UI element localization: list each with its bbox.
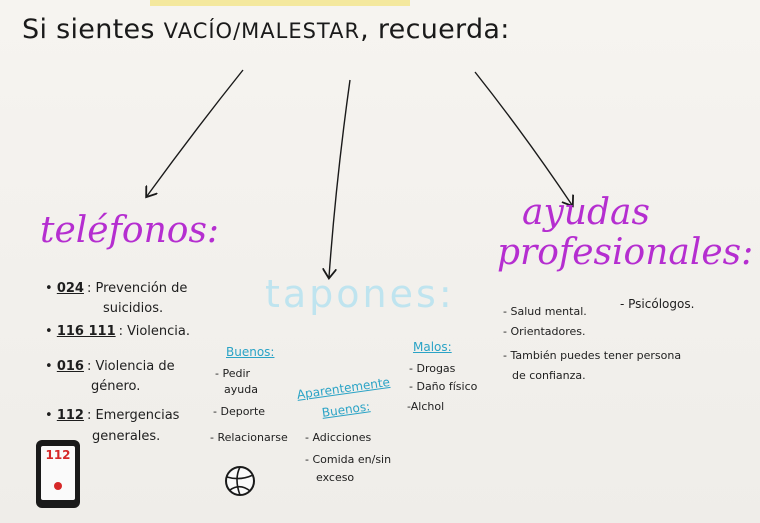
aparentemente-item-comida: - Comida en/sin xyxy=(305,453,392,466)
phone-screen-label: 112 xyxy=(45,448,71,462)
tel-item-024: • 024: Prevención de xyxy=(45,281,188,296)
volleyball-icon xyxy=(225,466,255,496)
phone-icon: 112 xyxy=(36,440,80,508)
buenos-heading: Buenos: xyxy=(226,345,275,359)
tel-item-116111: • 116 111: Violencia. xyxy=(45,324,191,339)
title-part-3: , recuerda: xyxy=(360,14,510,45)
title-part-2: VACÍO/MALESTAR xyxy=(163,19,361,43)
phone-button-dot xyxy=(54,482,62,490)
ayudas-item-salud-mental: - Salud mental. xyxy=(503,305,587,318)
tapones-heading: tapones: xyxy=(265,272,455,316)
malos-item-alchol: -Alchol xyxy=(407,400,445,413)
title-part-1: Si sientes xyxy=(22,14,155,45)
phone-screen: 112 xyxy=(41,446,75,500)
buenos-item-pedir: - Pedir xyxy=(215,367,251,380)
tel-item-024-cont: suicidios. xyxy=(103,301,164,316)
ayudas-heading-line1: ayudas xyxy=(522,192,650,233)
aparentemente-item-exceso: exceso xyxy=(316,471,355,484)
arrow-to-tapones xyxy=(329,79,351,277)
yellow-highlight-strip xyxy=(150,0,410,6)
buenos-item-relacionarse: - Relacionarse xyxy=(210,431,288,444)
ayudas-heading-line2: profesionales: xyxy=(497,232,754,273)
tel-item-016: • 016: Violencia de xyxy=(45,359,175,374)
ayudas-item-persona: - También puedes tener persona xyxy=(503,349,682,362)
tel-item-112: • 112: Emergencias xyxy=(45,408,180,423)
aparentemente-item-adicciones: - Adicciones xyxy=(305,431,372,444)
ayudas-item-psicologos: - Psicólogos. xyxy=(620,297,695,311)
malos-heading: Malos: xyxy=(413,340,452,354)
telefonos-heading: teléfonos: xyxy=(40,210,220,251)
malos-item-dano: - Daño físico xyxy=(409,380,478,393)
ayudas-item-confianza: de confianza. xyxy=(512,369,586,382)
buenos-item-ayuda: ayuda xyxy=(224,383,258,396)
malos-item-drogas: - Drogas xyxy=(409,362,456,375)
arrow-to-telefonos xyxy=(147,69,244,196)
page-title: Si sientes VACÍO/MALESTAR, recuerda: xyxy=(22,14,510,45)
tel-item-112-cont: generales. xyxy=(92,429,161,444)
arrow-to-ayudas xyxy=(474,71,572,205)
ayudas-item-orientadores: - Orientadores. xyxy=(503,325,586,338)
buenos-item-deporte: - Deporte xyxy=(213,405,266,418)
tel-item-016-cont: género. xyxy=(91,379,141,394)
